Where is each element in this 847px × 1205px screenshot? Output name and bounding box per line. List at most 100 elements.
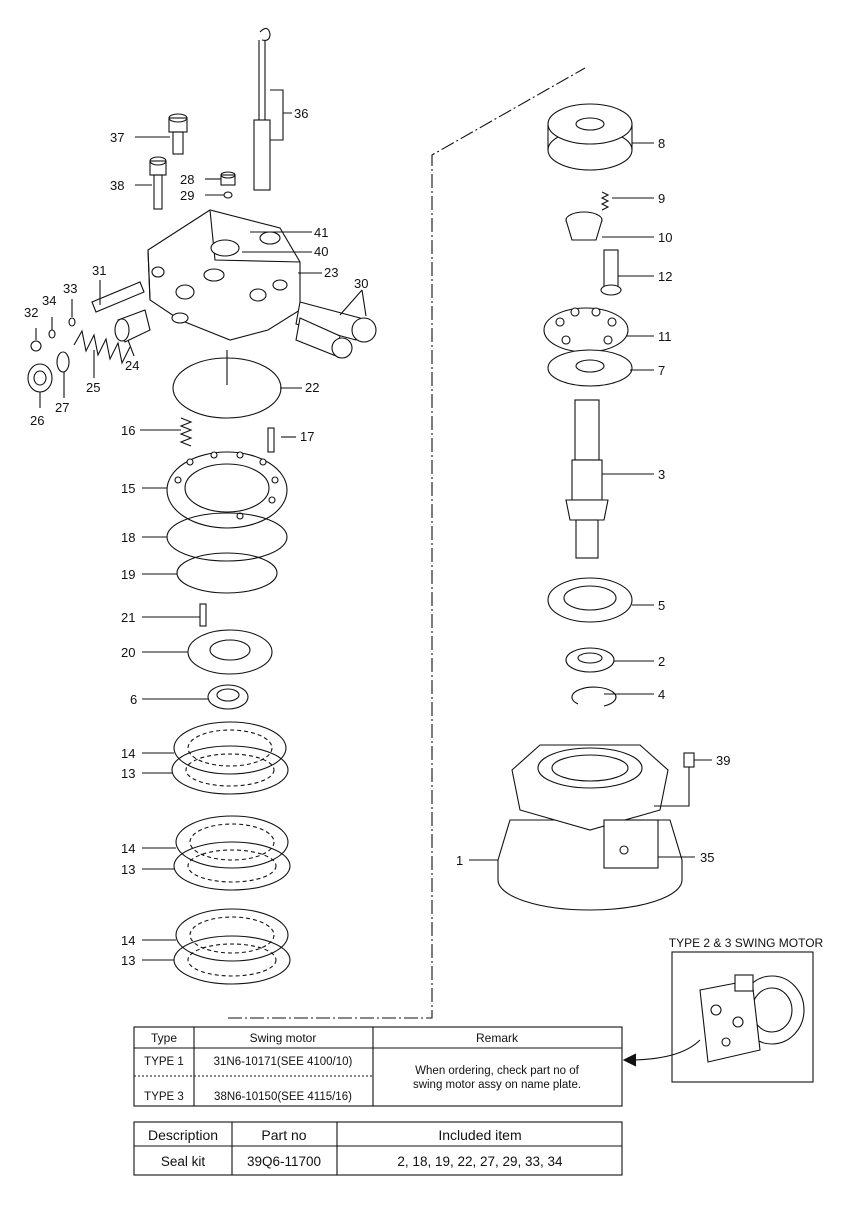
callout-28: 28 [180,172,194,187]
part-29-oring [223,191,233,199]
callout-11: 11 [658,329,672,344]
callout-30: 30 [354,276,368,291]
part-31-spool [91,281,145,313]
callout-14b: 14 [121,841,135,856]
callout-15: 15 [121,481,135,496]
leader-lines [35,89,712,961]
part-5-bearing [547,577,633,623]
part-27-oring [56,351,70,373]
table2-header-part-no: Part no [261,1127,306,1143]
part-1-housing [497,744,683,911]
part-33-ring [68,317,76,327]
table1-row1-type: TYPE 1 [144,1056,184,1068]
part-14-13-plates-set-1 [171,721,289,795]
callout-labels: 26 27 25 32 34 33 31 24 37 38 28 29 36 4… [24,106,730,968]
callout-25: 25 [86,380,100,395]
assembly-center-line [228,67,586,1019]
part-17-pin [267,427,275,453]
part-38-bolt [149,156,167,210]
part-7-shoe-plate [547,349,633,387]
callout-4: 4 [658,687,665,702]
callout-24: 24 [125,358,139,373]
callout-22: 22 [305,380,319,395]
part-6-bearing [207,684,249,710]
callout-1: 1 [456,853,463,868]
table-seal-kit: Description Part no Included item Seal k… [148,1127,563,1169]
part-23-valve-casing [147,209,301,341]
part-9-spring [600,191,610,211]
part-21-pin [199,603,207,627]
callout-37: 37 [110,130,124,145]
callout-13c: 13 [121,953,135,968]
table-swing-motor-grid [133,1026,623,1107]
callout-35: 35 [700,850,714,865]
callout-36: 36 [294,106,308,121]
callout-39: 39 [716,753,730,768]
part-12-pin [600,249,622,296]
part-39-plug [683,752,695,768]
part-3-shaft [565,399,609,559]
part-19-oring [176,552,278,594]
callout-26: 26 [30,413,44,428]
callout-29: 29 [180,188,194,203]
callout-8: 8 [658,136,665,151]
part-10-shoe [565,211,603,241]
part-14-13-plates-set-3 [173,908,291,985]
part-32-nut [30,340,42,352]
part-15-plate [166,451,288,529]
callout-19: 19 [121,567,135,582]
callout-13a: 13 [121,766,135,781]
callout-40: 40 [314,244,328,259]
table1-header-swing-motor: Swing motor [250,1031,317,1045]
callout-34: 34 [42,293,56,308]
callout-41: 41 [314,225,328,240]
inset-pointer-arrow [627,1039,701,1061]
part-20-valve-plate [187,629,273,675]
part-25-spring [73,329,131,365]
table2-part-no: 39Q6-11700 [247,1154,321,1169]
part-37-bolt [168,113,188,155]
part-36-rod [253,27,271,191]
callout-12: 12 [658,269,672,284]
part-4-snap-ring [571,686,617,707]
table1-header-type: Type [151,1031,177,1045]
part-24-sleeve [114,309,151,343]
callout-14c: 14 [121,933,135,948]
part-2-collar [565,647,615,673]
callout-32: 32 [24,305,38,320]
part-28-plug [220,171,236,186]
table2-description: Seal kit [161,1154,206,1169]
callout-16: 16 [121,423,135,438]
part-11-retainer [543,307,629,353]
part-26-plug [27,363,53,393]
callout-9: 9 [658,191,665,206]
part-16-spring [179,417,193,447]
table1-remark-line1: When ordering, check part no of [415,1065,579,1077]
callout-6: 6 [130,692,137,707]
table1-remark-line2: swing motor assy on name plate. [413,1079,581,1091]
inset-motor-sketch [699,974,805,1063]
table-seal-kit-grid [133,1121,623,1176]
callout-7: 7 [658,363,665,378]
callout-17: 17 [300,429,314,444]
inset-title: TYPE 2 & 3 SWING MOTOR [669,936,824,950]
callout-27: 27 [55,400,69,415]
callout-10: 10 [658,230,672,245]
part-34-ring [48,329,56,339]
table2-included-items: 2, 18, 19, 22, 27, 29, 33, 34 [397,1154,563,1169]
table1-header-remark: Remark [476,1031,519,1045]
part-30-pistons [295,301,377,359]
table1-row2-part: 38N6-10150(SEE 4115/16) [214,1091,352,1103]
table2-header-included: Included item [438,1127,521,1143]
table2-header-description: Description [148,1127,218,1143]
callout-23: 23 [324,265,338,280]
callout-21: 21 [121,610,135,625]
table1-row2-type: TYPE 3 [144,1091,184,1103]
callout-31: 31 [92,263,106,278]
inset-box [671,951,814,1083]
callout-33: 33 [63,281,77,296]
callout-5: 5 [658,598,665,613]
callout-2: 2 [658,654,665,669]
